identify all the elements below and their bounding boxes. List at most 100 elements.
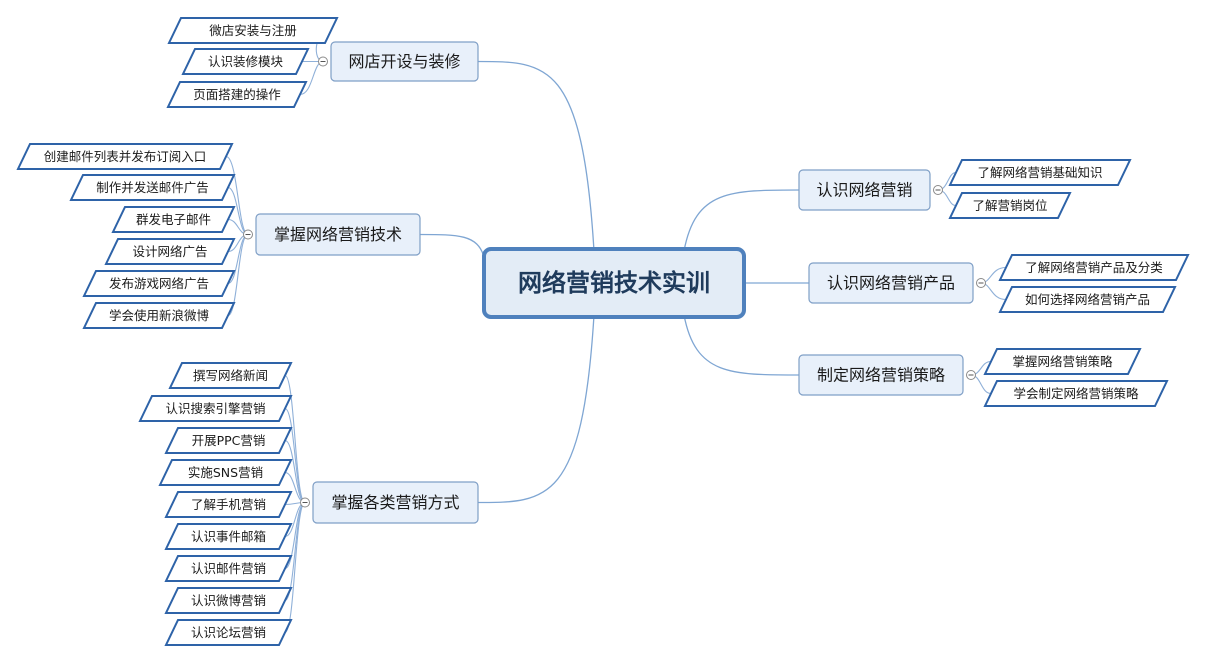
subtopic-box (166, 81, 308, 108)
branch-topic-box (312, 481, 479, 524)
subtopic-label: 撰写网络新闻 (193, 368, 268, 383)
subtopic-label: 学会制定网络营销策略 (1013, 386, 1139, 401)
branch-topic-box (330, 41, 479, 82)
subtopic-box (164, 619, 293, 646)
subtopic-box (164, 555, 293, 582)
subtopic[interactable]: 认识论坛营销 (164, 619, 293, 646)
collapse-toggle-icon[interactable] (966, 370, 976, 380)
subtopic-label: 了解网络营销基础知识 (977, 165, 1102, 180)
subtopic[interactable]: 开展PPC营销 (164, 427, 293, 454)
branch-topic-label: 网店开设与装修 (348, 52, 460, 71)
branch-topic-4[interactable]: 认识网络营销 (798, 169, 931, 211)
collapse-toggle-icon[interactable] (933, 185, 943, 195)
subtopic[interactable]: 学会使用新浪微博 (82, 302, 236, 329)
subtopic-box (164, 587, 293, 614)
subtopic-box (82, 270, 236, 297)
branch-topic-1[interactable]: 网店开设与装修 (330, 41, 479, 82)
branch-topic-3[interactable]: 掌握各类营销方式 (312, 481, 479, 524)
subtopic-box (16, 143, 234, 170)
subtopic-box (998, 254, 1190, 281)
subtopic-label: 了解手机营销 (191, 497, 266, 512)
leaf-connector (225, 155, 249, 236)
branch-topic-box (808, 262, 974, 304)
leaf-connector (284, 501, 306, 602)
branch-connector (477, 60, 595, 252)
branch-topic-label: 掌握各类营销方式 (331, 493, 459, 512)
subtopic-box (69, 174, 236, 201)
branch-topic-box (798, 169, 931, 211)
subtopic[interactable]: 创建邮件列表并发布订阅入口 (16, 143, 234, 170)
subtopic-box (111, 206, 236, 233)
subtopic[interactable]: 设计网络广告 (104, 238, 236, 265)
subtopic[interactable]: 页面搭建的操作 (166, 81, 308, 108)
branch-topic-2[interactable]: 掌握网络营销技术 (255, 213, 421, 256)
subtopic-label: 了解网络营销产品及分类 (1025, 260, 1163, 275)
subtopic[interactable]: 认识装修模块 (181, 48, 310, 75)
subtopic[interactable]: 学会制定网络营销策略 (983, 380, 1169, 407)
subtopic[interactable]: 实施SNS营销 (158, 459, 293, 486)
subtopic-box (158, 459, 293, 486)
subtopic[interactable]: 微店安装与注册 (167, 17, 339, 44)
subtopic-box (983, 380, 1169, 407)
branch-topic-label: 认识网络营销产品 (827, 274, 955, 293)
branch-topic-6[interactable]: 制定网络营销策略 (798, 354, 964, 396)
central-topic-box (482, 247, 746, 319)
branch-topic-box (798, 354, 964, 396)
subtopic-label: 了解营销岗位 (972, 198, 1047, 213)
subtopic-label: 认识搜索引擎营销 (165, 401, 265, 416)
subtopic[interactable]: 了解网络营销基础知识 (948, 159, 1132, 186)
subtopic-label: 如何选择网络营销产品 (1025, 292, 1150, 307)
subtopic-label: 认识微博营销 (191, 593, 266, 608)
collapse-toggle-icon[interactable] (243, 229, 253, 240)
branch-topic-label: 认识网络营销 (816, 181, 912, 200)
subtopic-box (998, 286, 1177, 313)
branch-topic-5[interactable]: 认识网络营销产品 (808, 262, 974, 304)
central-topic[interactable]: 网络营销技术实训 (482, 247, 746, 319)
subtopic-label: 微店安装与注册 (209, 23, 297, 38)
subtopic-label: 设计网络广告 (132, 244, 207, 259)
subtopic-label: 认识邮件营销 (191, 561, 266, 576)
subtopic-box (168, 362, 293, 389)
subtopic-box (138, 395, 293, 422)
subtopic-box (82, 302, 236, 329)
leaf-connector (284, 501, 306, 634)
nodes-layer: 网络营销技术实训 网店开设与装修 微店安装与注册认识装修模块页面搭建的操作掌握网络营… (16, 17, 1190, 646)
subtopic-label: 发布游戏网络广告 (109, 276, 209, 291)
subtopic-label: 掌握网络营销策略 (1012, 354, 1113, 369)
subtopic[interactable]: 发布游戏网络广告 (82, 270, 236, 297)
subtopic[interactable]: 群发电子邮件 (111, 206, 236, 233)
subtopic[interactable]: 认识事件邮箱 (164, 523, 293, 550)
subtopic-box (164, 491, 293, 518)
subtopic[interactable]: 了解网络营销产品及分类 (998, 254, 1190, 281)
subtopic-label: 实施SNS营销 (188, 465, 263, 480)
branch-connector (683, 314, 800, 376)
subtopic[interactable]: 认识微博营销 (164, 587, 293, 614)
subtopic-box (948, 159, 1132, 186)
subtopic-label: 认识装修模块 (208, 54, 284, 69)
branch-connector (477, 314, 595, 504)
connectors-layer (225, 29, 1007, 634)
subtopic-label: 认识论坛营销 (191, 625, 266, 640)
subtopic[interactable]: 认识邮件营销 (164, 555, 293, 582)
branch-connector (683, 189, 800, 252)
collapse-toggle-icon[interactable] (976, 278, 986, 288)
subtopic-label: 页面搭建的操作 (193, 87, 281, 102)
subtopic[interactable]: 认识搜索引擎营销 (138, 395, 293, 422)
subtopic[interactable]: 了解手机营销 (164, 491, 293, 518)
branch-topic-label: 掌握网络营销技术 (274, 225, 402, 244)
branch-topic-label: 制定网络营销策略 (817, 366, 945, 385)
collapse-toggle-icon[interactable] (318, 56, 328, 67)
subtopic[interactable]: 如何选择网络营销产品 (998, 286, 1177, 313)
subtopic[interactable]: 掌握网络营销策略 (983, 348, 1142, 375)
subtopic-label: 认识事件邮箱 (191, 529, 266, 544)
subtopic[interactable]: 制作并发送邮件广告 (69, 174, 236, 201)
subtopic-label: 制作并发送邮件广告 (96, 180, 209, 195)
collapse-toggle-icon[interactable] (300, 497, 310, 508)
subtopic-label: 学会使用新浪微博 (109, 308, 210, 323)
subtopic[interactable]: 了解营销岗位 (948, 192, 1072, 219)
branch-connector (419, 233, 485, 258)
central-topic-label: 网络营销技术实训 (518, 269, 710, 297)
subtopic[interactable]: 撰写网络新闻 (168, 362, 293, 389)
subtopic-label: 开展PPC营销 (192, 433, 266, 448)
